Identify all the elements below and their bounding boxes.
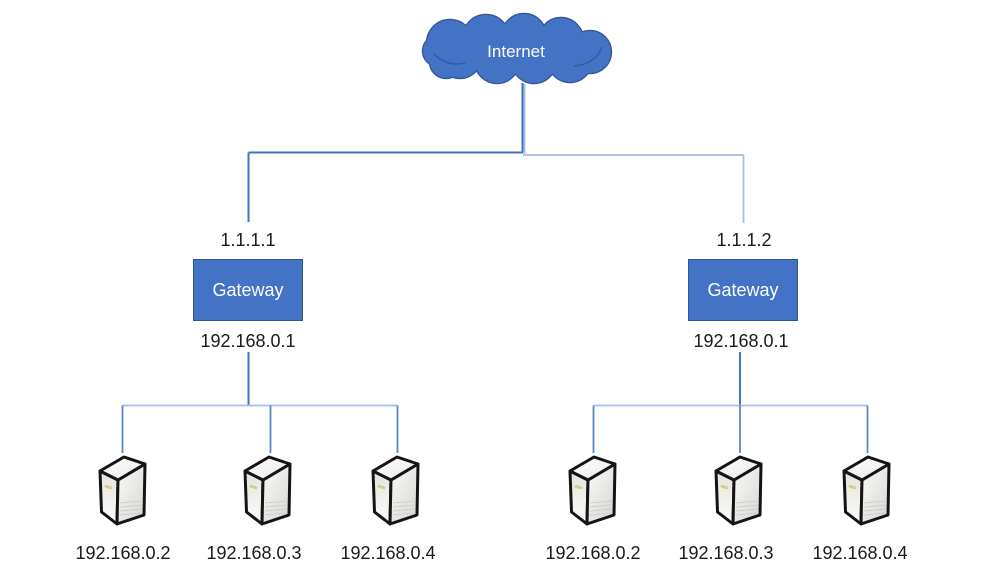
left-server2-ip-label: 192.168.0.3 — [206, 543, 302, 563]
left-wan-ip-label: 1.1.1.1 — [220, 230, 276, 250]
left-lan-ip-label: 192.168.0.1 — [200, 331, 296, 351]
left-server1-ip-label: 192.168.0.2 — [75, 543, 171, 563]
left-server3-ip-label: 192.168.0.4 — [340, 543, 436, 563]
server-icon — [714, 455, 763, 526]
server-icon — [98, 455, 147, 526]
cloud-curl-left — [433, 53, 466, 65]
right-gateway-label: Gateway — [707, 279, 779, 300]
internet-cloud-icon — [421, 12, 613, 85]
right-wan-ip-label: 1.1.1.2 — [716, 230, 772, 250]
right-lan-ip-label: 192.168.0.1 — [693, 331, 789, 351]
right-server1-ip-label: 192.168.0.2 — [545, 543, 641, 563]
server-icon — [568, 455, 617, 526]
left-gateway-node: Gateway — [193, 259, 303, 321]
right-server2-ip-label: 192.168.0.3 — [678, 543, 774, 563]
internet-label: Internet — [487, 42, 545, 61]
server-icon — [243, 455, 292, 526]
right-server3-ip-label: 192.168.0.4 — [812, 543, 908, 563]
cloud-curl-right — [573, 46, 603, 67]
left-gateway-label: Gateway — [212, 279, 284, 300]
server-icon — [842, 455, 891, 526]
server-icon — [371, 455, 420, 526]
right-gateway-node: Gateway — [688, 259, 798, 321]
